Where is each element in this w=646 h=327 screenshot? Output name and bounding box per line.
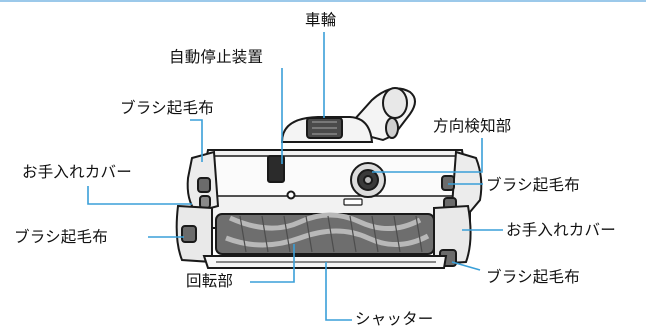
leader-lines [87,32,503,321]
rotor-brush [215,212,435,255]
label-wheel: 車輪 [305,11,337,29]
top-rule [0,0,646,2]
label-shutter: シャッター [355,310,434,327]
label-brush-left-lower: ブラシ起毛布 [14,228,108,246]
wheel-shape [306,117,343,139]
label-brush-right-lower: ブラシ起毛布 [486,268,580,286]
lower-housing [175,204,472,267]
leader-brush-right-lower [451,261,481,271]
leader-direction [372,138,483,173]
label-direction-detect: 方向検知部 [433,117,512,135]
hose-neck [280,87,416,143]
label-cover-right: お手入れカバー [506,221,616,239]
leader-rotor [250,244,295,283]
label-auto-stop: 自動停止装置 [169,48,264,66]
leader-cover-left [87,186,192,205]
label-brush-top-left: ブラシ起毛布 [120,99,214,117]
nozzle-body [186,149,483,229]
leader-brush-top-left [190,119,203,162]
label-cover-left: お手入れカバー [22,163,132,181]
label-brush-right-upper: ブラシ起毛布 [486,176,580,194]
leader-shutter [325,262,352,321]
label-rotor: 回転部 [186,272,234,290]
shutter-shape [202,255,448,269]
